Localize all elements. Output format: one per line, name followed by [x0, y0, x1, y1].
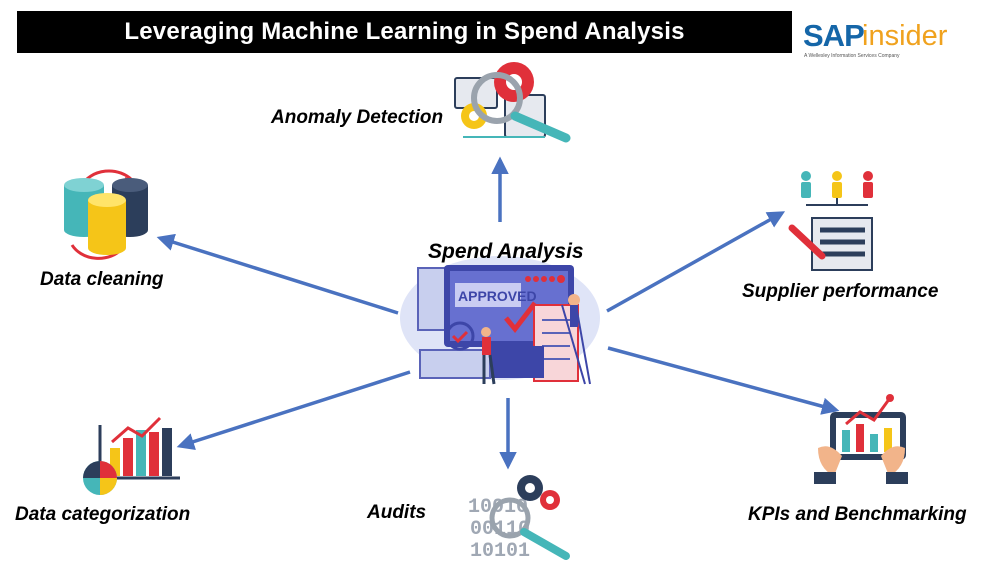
anomaly-illustration — [454, 62, 571, 143]
spend-analysis-illustration: APPROVED — [400, 256, 600, 385]
label-kpis-benchmarking: KPIs and Benchmarking — [748, 504, 967, 525]
label-data-categorization: Data categorization — [15, 504, 191, 525]
categorization-illustration — [83, 416, 180, 495]
logo-insider: insider — [862, 20, 948, 52]
sapinsider-logo: SAP insider A Wellesley Information Serv… — [800, 8, 960, 63]
logo-tagline: A Wellesley Information Services Company — [804, 53, 900, 59]
label-anomaly-detection: Anomaly Detection — [271, 107, 444, 128]
data-cleaning-illustration — [64, 169, 148, 260]
label-audits: Audits — [367, 502, 427, 523]
label-supplier-performance: Supplier performance — [742, 281, 939, 302]
arrow-to-cleaning — [156, 233, 399, 315]
arrow-to-supplier — [606, 211, 786, 313]
audits-illustration: 10010 00110 10101 — [468, 475, 570, 563]
label-spend-analysis: Spend Analysis — [428, 240, 584, 263]
kpis-illustration — [814, 394, 908, 484]
arrow-to-categorization — [176, 370, 411, 451]
label-data-cleaning: Data cleaning — [40, 269, 164, 290]
page-title: Leveraging Machine Learning in Spend Ana… — [124, 18, 685, 45]
arrow-to-kpis — [607, 346, 840, 415]
binary-row-3: 10101 — [470, 540, 530, 563]
title-bar: Leveraging Machine Learning in Spend Ana… — [17, 11, 792, 53]
logo-sap: SAP — [803, 18, 865, 53]
supplier-illustration — [788, 171, 873, 271]
approved-stamp: APPROVED — [458, 288, 537, 304]
